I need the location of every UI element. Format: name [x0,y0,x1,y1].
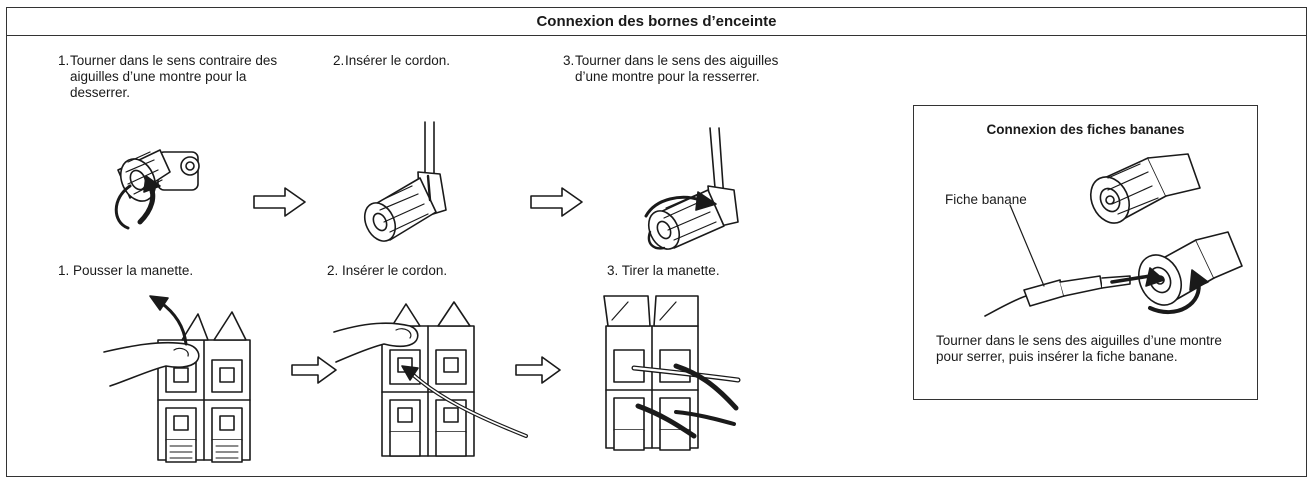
screw-terminal-2-icon [363,121,447,242]
rotate-arrow-icon [114,175,161,230]
screw-step-2-text: Insérer le cordon. [345,53,451,68]
step-arrow-icon [253,187,583,384]
screw-terminal-3-icon [644,127,739,250]
screw-step-3-number: 3. [563,53,575,68]
banana-plug-description: Tourner dans le sens des aiguilles d’une… [936,333,1222,364]
lever-step-2-number: 2. [327,263,339,278]
banana-terminal-icon [1089,153,1243,314]
lever-terminal-1-icon [157,311,251,463]
lever-step-2-label: 2. Insérer le cordon. [327,263,447,278]
diagram-frame: Connexion des bornes d’enceinte [6,7,1307,477]
lever-step-3-text: Tirer la manette. [621,263,720,278]
lever-step-1-label: 1. Pousser la manette. [58,263,193,278]
screw-terminal-1-icon [117,149,200,202]
lever-terminal-2-icon [333,301,528,457]
lever-terminal-3-icon [603,295,741,451]
lever-step-1-number: 1. [58,263,70,278]
lever-step-1-text: Pousser la manette. [73,263,194,278]
screw-step-3-text: Tourner dans le sens des aiguilles d’une… [575,53,779,84]
screw-step-1-label: 1. Tourner dans le sens contraire des ai… [58,53,278,101]
banana-plug-pointer [1009,204,1045,287]
screw-step-3-label: 3. Tourner dans le sens des aiguilles d’… [563,53,791,85]
hand-icon [103,341,200,387]
screw-step-2-label: 2. Insérer le cordon. [333,53,533,69]
banana-plug-icon [984,267,1165,317]
screw-step-1-number: 1. [58,53,70,68]
screw-step-1-text: Tourner dans le sens contraire des aigui… [70,53,278,100]
lever-step-2-text: Insérer le cordon. [342,263,448,278]
lever-step-3-label: 3. Tirer la manette. [607,263,720,278]
push-arrow-icon [149,295,188,346]
banana-plug-inset: Connexion des fiches bananes Fiche banan… [913,105,1258,400]
lever-step-3-number: 3. [607,263,619,278]
banana-plug-label: Fiche banane [945,192,1027,207]
diagram-title: Connexion des bornes d’enceinte [7,8,1306,36]
screw-step-2-number: 2. [333,53,345,68]
banana-plug-title: Connexion des fiches bananes [986,122,1185,137]
